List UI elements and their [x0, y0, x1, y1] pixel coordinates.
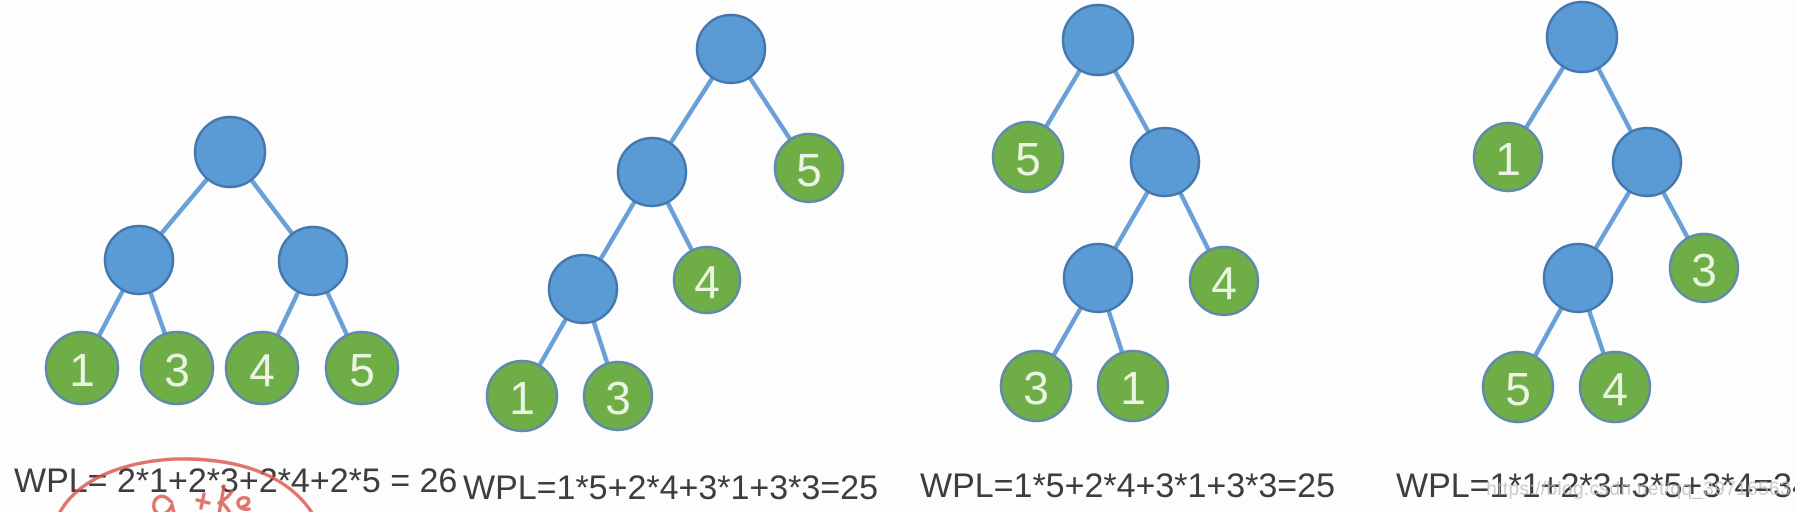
leaf-weight-label: 5: [1505, 363, 1531, 415]
leaf-weight-label: 3: [1691, 244, 1717, 296]
internal-node: [103, 224, 175, 296]
watermark-url: https://blog.csdn.net/qq_39716563: [1486, 479, 1791, 500]
internal-node: [1061, 3, 1135, 77]
internal-node: [695, 13, 767, 85]
leaf-weight-label: 4: [694, 256, 720, 308]
red-handwriting-e: [236, 496, 251, 511]
red-handwriting-k: [217, 484, 234, 512]
leaf-weight-label: 3: [164, 344, 190, 396]
internal-node: [193, 115, 267, 189]
leaf-weight-label: 5: [349, 344, 375, 396]
leaf-weight-label: 1: [1120, 362, 1146, 414]
internal-node: [1545, 0, 1619, 74]
internal-node: [1062, 242, 1134, 314]
leaf-node: [224, 330, 300, 406]
leaf-node: [1578, 350, 1652, 424]
leaf-node: [1481, 350, 1555, 424]
leaf-weight-label: 4: [1602, 363, 1628, 415]
internal-node: [277, 225, 349, 297]
wpl-formula-2: WPL=1*5+2*4+3*1+3*3=25: [463, 469, 878, 507]
internal-node: [547, 253, 619, 325]
leaf-node: [139, 330, 215, 406]
red-ellipse-arc: [58, 457, 314, 512]
leaf-weight-label: 5: [1015, 133, 1041, 185]
leaf-weight-label: 4: [1211, 257, 1237, 309]
leaf-node: [1668, 232, 1740, 304]
leaf-weight-label: 1: [1495, 133, 1521, 185]
leaf-weight-label: 3: [605, 372, 631, 424]
leaf-node: [44, 330, 120, 406]
leaf-node: [773, 132, 845, 204]
internal-node: [1129, 126, 1201, 198]
leaf-weight-label: 5: [796, 144, 822, 196]
leaf-node: [582, 360, 654, 432]
leaf-node: [1188, 245, 1260, 317]
leaf-node: [672, 245, 742, 315]
leaf-node: [999, 349, 1073, 423]
wpl-formula-1: WPL= 2*1+2*3+2*4+2*5 = 26: [14, 462, 458, 500]
leaf-node: [1472, 121, 1544, 193]
internal-node: [1542, 242, 1614, 314]
wpl-formula-3: WPL=1*5+2*4+3*1+3*3=25: [920, 467, 1335, 505]
leaf-node: [324, 330, 400, 406]
leaf-weight-label: 1: [509, 372, 535, 424]
red-handwriting-a: [152, 494, 176, 512]
internal-node: [616, 136, 688, 208]
leaf-weight-label: 4: [249, 344, 275, 396]
leaf-weight-label: 3: [1023, 362, 1049, 414]
leaf-node: [485, 359, 559, 433]
leaf-node: [1096, 349, 1170, 423]
internal-node: [1611, 126, 1683, 198]
leaf-weight-label: 1: [69, 344, 95, 396]
leaf-node: [991, 120, 1065, 194]
wpl-formula-4: WPL=1*1+2*3+3*5+3*4=34: [1396, 467, 1795, 505]
red-handwriting-plus: [195, 492, 211, 510]
